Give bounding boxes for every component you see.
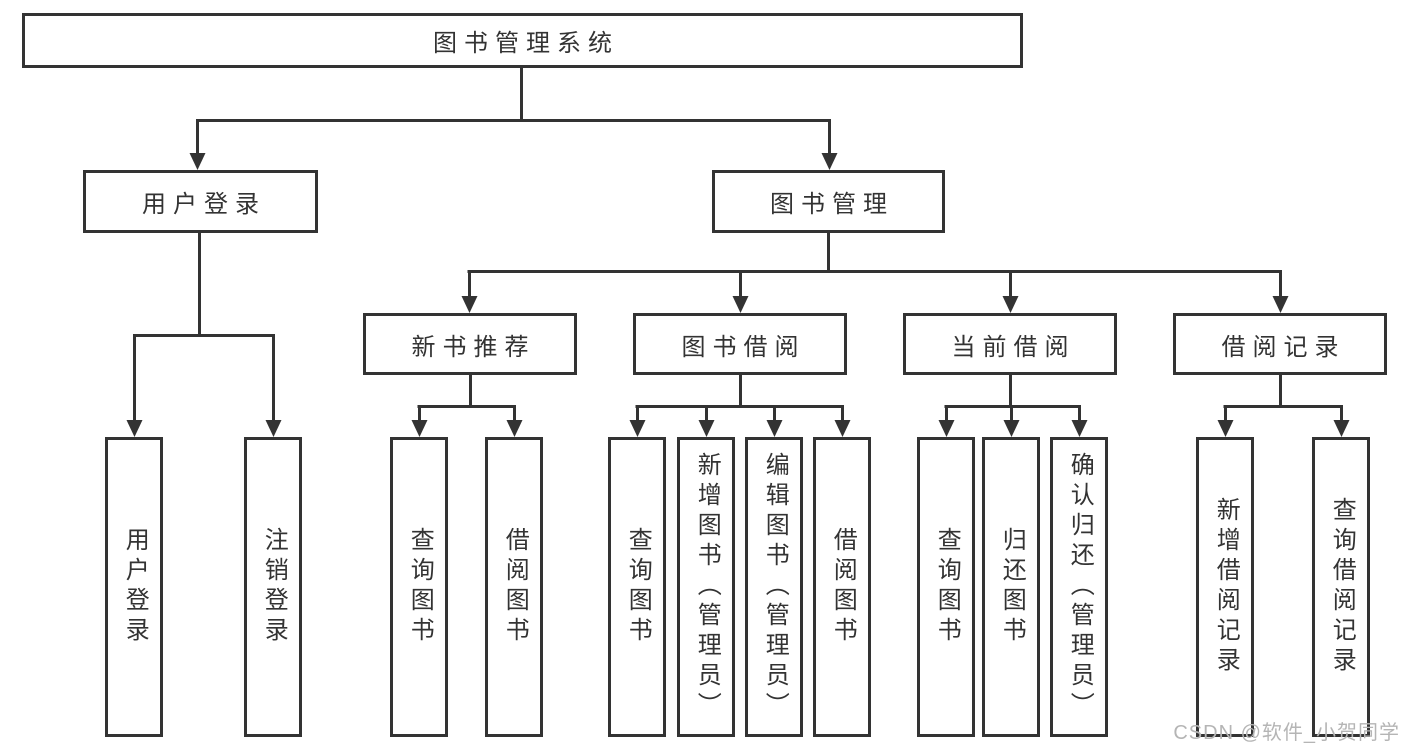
leaf-borrow-books-2-label: 借阅图书 <box>829 527 857 647</box>
node-book-borrow-label: 图书借阅 <box>681 333 806 361</box>
leaf-borrow-books-recommend-label: 借阅图书 <box>501 527 529 647</box>
arrowhead-icon <box>1272 296 1289 313</box>
arrowhead-icon <box>821 153 838 170</box>
node-root: 图书管理系统 <box>22 13 1023 68</box>
leaf-edit-book-admin: 编辑图书（管理员） <box>745 437 803 737</box>
leaf-user-login: 用户登录 <box>105 437 163 737</box>
leaf-query-books-current-label: 查询图书 <box>933 527 961 647</box>
node-user-login-label: 用户登录 <box>142 191 266 218</box>
node-borrow-record: 借阅记录 <box>1173 313 1387 375</box>
leaf-edit-book-admin-label: 编辑图书（管理员） <box>761 452 789 722</box>
arrowhead-icon <box>732 296 749 313</box>
arrowhead-icon <box>506 420 523 437</box>
leaf-logout: 注销登录 <box>244 437 302 737</box>
leaf-query-books-recommend: 查询图书 <box>390 437 448 737</box>
arrowhead-icon <box>766 420 783 437</box>
arrowhead-icon <box>411 420 428 437</box>
leaf-borrow-books-recommend: 借阅图书 <box>485 437 543 737</box>
node-current-borrow: 当前借阅 <box>903 313 1117 375</box>
connector-book-mgmt-children <box>461 233 1289 313</box>
leaf-logout-label: 注销登录 <box>260 527 288 647</box>
leaf-confirm-return-admin-label: 确认归还（管理员） <box>1066 452 1094 722</box>
leaf-query-borrow-record: 查询借阅记录 <box>1312 437 1370 737</box>
leaf-query-books-current: 查询图书 <box>917 437 975 737</box>
connector-root-to-level2 <box>189 68 838 170</box>
leaf-add-book-admin-label: 新增图书（管理员） <box>693 452 721 722</box>
node-user-login: 用户登录 <box>83 170 318 233</box>
connector-current-borrow-children <box>938 375 1088 437</box>
node-borrow-record-label: 借阅记录 <box>1221 333 1346 361</box>
connector-book-borrow-children <box>629 375 851 437</box>
node-book-mgmt: 图书管理 <box>712 170 945 233</box>
leaf-add-borrow-record: 新增借阅记录 <box>1196 437 1254 737</box>
leaf-user-login-label: 用户登录 <box>121 527 149 647</box>
arrowhead-icon <box>265 420 282 437</box>
arrowhead-icon <box>461 296 478 313</box>
leaf-add-borrow-record-label: 新增借阅记录 <box>1212 497 1240 677</box>
leaf-query-books-borrow: 查询图书 <box>608 437 666 737</box>
connector-user-login-children <box>126 233 282 437</box>
node-book-mgmt-label: 图书管理 <box>770 191 894 218</box>
arrowhead-icon <box>1333 420 1350 437</box>
arrowhead-icon <box>834 420 851 437</box>
arrowhead-icon <box>1003 420 1020 437</box>
node-root-label: 图书管理系统 <box>433 30 619 57</box>
leaf-query-books-recommend-label: 查询图书 <box>406 527 434 647</box>
node-current-borrow-label: 当前借阅 <box>951 333 1076 361</box>
leaf-return-book-label: 归还图书 <box>998 527 1026 647</box>
leaf-borrow-books-2: 借阅图书 <box>813 437 871 737</box>
node-book-borrow: 图书借阅 <box>633 313 847 375</box>
node-new-book-recommend: 新书推荐 <box>363 313 577 375</box>
leaf-add-book-admin: 新增图书（管理员） <box>677 437 735 737</box>
connector-borrow-record-children <box>1217 375 1350 437</box>
arrowhead-icon <box>189 153 206 170</box>
arrowhead-icon <box>1217 420 1234 437</box>
connector-new-book-children <box>411 375 523 437</box>
arrowhead-icon <box>1071 420 1088 437</box>
arrowhead-icon <box>698 420 715 437</box>
node-new-book-recommend-label: 新书推荐 <box>411 333 536 361</box>
arrowhead-icon <box>629 420 646 437</box>
csdn-watermark: CSDN @软件_小贺同学 <box>1173 722 1400 744</box>
leaf-query-borrow-record-label: 查询借阅记录 <box>1328 497 1356 677</box>
arrowhead-icon <box>126 420 143 437</box>
leaf-return-book: 归还图书 <box>982 437 1040 737</box>
arrowhead-icon <box>1002 296 1019 313</box>
leaf-confirm-return-admin: 确认归还（管理员） <box>1050 437 1108 737</box>
leaf-query-books-borrow-label: 查询图书 <box>624 527 652 647</box>
arrowhead-icon <box>938 420 955 437</box>
